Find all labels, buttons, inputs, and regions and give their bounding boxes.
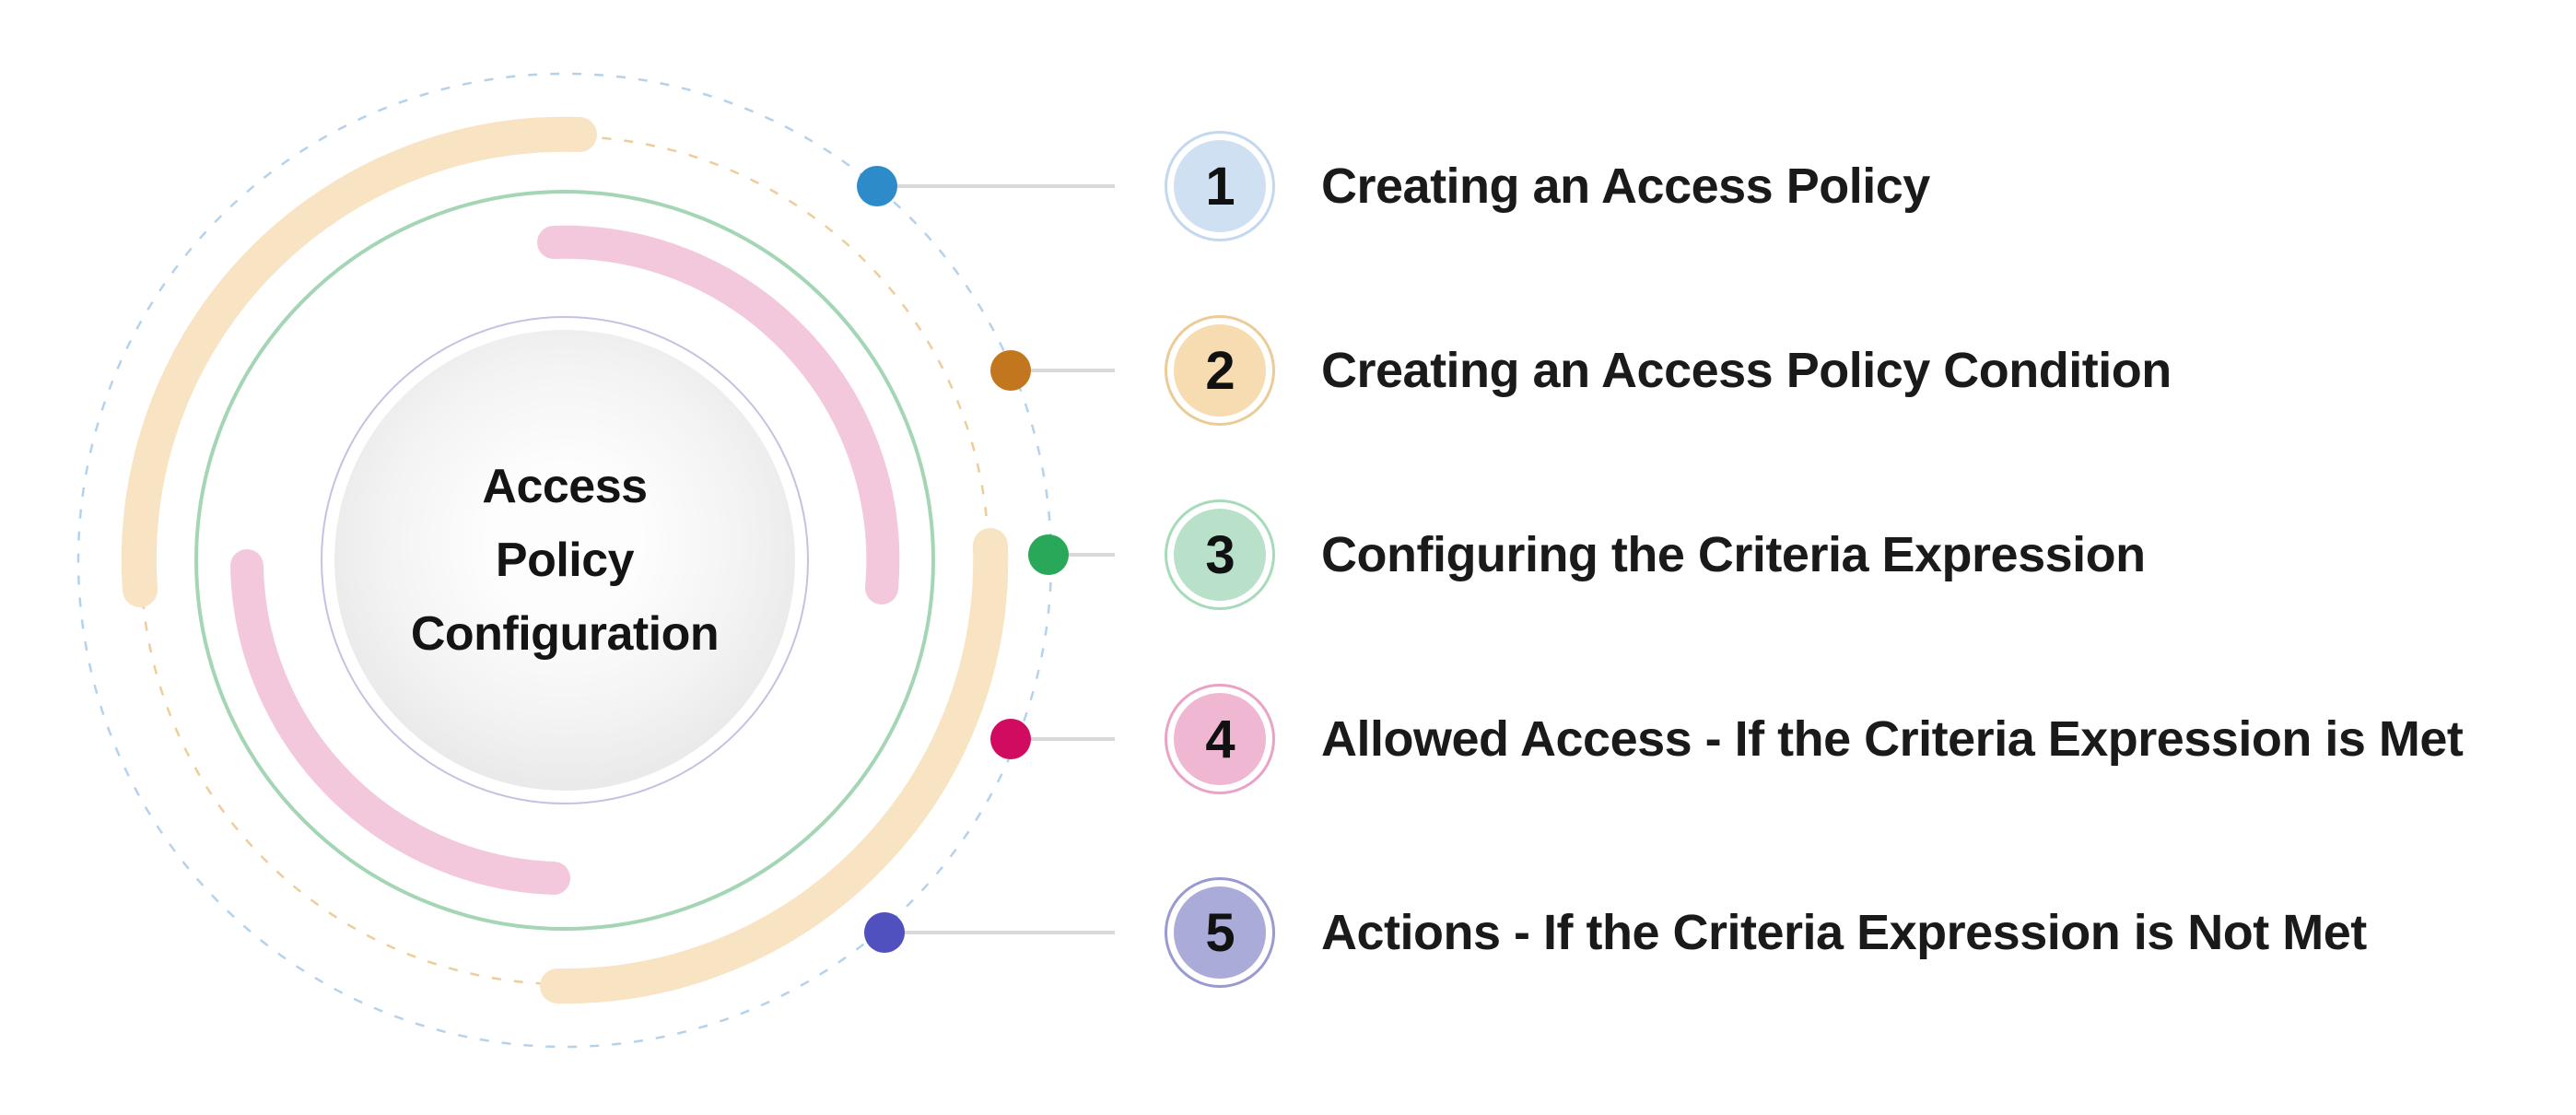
- pink-arc-top-right: [537, 225, 900, 604]
- step-number: 3: [1174, 509, 1266, 601]
- step-number: 2: [1174, 324, 1266, 417]
- pink-arc-bottom-left: [230, 549, 570, 895]
- hub-title-line-2: Policy: [495, 534, 635, 587]
- step-number-badge: 4: [1165, 684, 1275, 794]
- step-dot: [990, 350, 1031, 391]
- step-label: Creating an Access Policy: [1321, 158, 1930, 214]
- step-number: 5: [1174, 886, 1266, 979]
- hub-title-line-3: Configuration: [410, 607, 720, 661]
- step-number-badge: 5: [1165, 877, 1275, 988]
- step-dot: [990, 719, 1031, 759]
- step-number-badge: 3: [1165, 499, 1275, 610]
- step-dot: [864, 912, 905, 953]
- step-dot: [1028, 534, 1069, 575]
- step-number: 4: [1174, 693, 1266, 785]
- step-label: Actions - If the Criteria Expression is …: [1321, 905, 2367, 960]
- green-ring: [194, 190, 935, 931]
- step-number-badge: 2: [1165, 315, 1275, 426]
- lavender-ring: [321, 316, 809, 804]
- step-label: Creating an Access Policy Condition: [1321, 343, 2172, 398]
- hub-title-line-1: Access: [482, 460, 648, 513]
- step-label: Allowed Access - If the Criteria Express…: [1321, 711, 2464, 767]
- step-label: Configuring the Criteria Expression: [1321, 527, 2146, 582]
- peach-arc-top-left: [121, 116, 597, 607]
- center-disc: [334, 330, 795, 791]
- peach-arc-bottom-right: [540, 528, 1009, 1004]
- step-number-badge: 1: [1165, 131, 1275, 241]
- step-dot: [857, 166, 897, 206]
- step-number: 1: [1174, 140, 1266, 232]
- hub-title: Access Policy Configuration: [410, 450, 720, 671]
- hub-graphic: [76, 72, 1115, 1049]
